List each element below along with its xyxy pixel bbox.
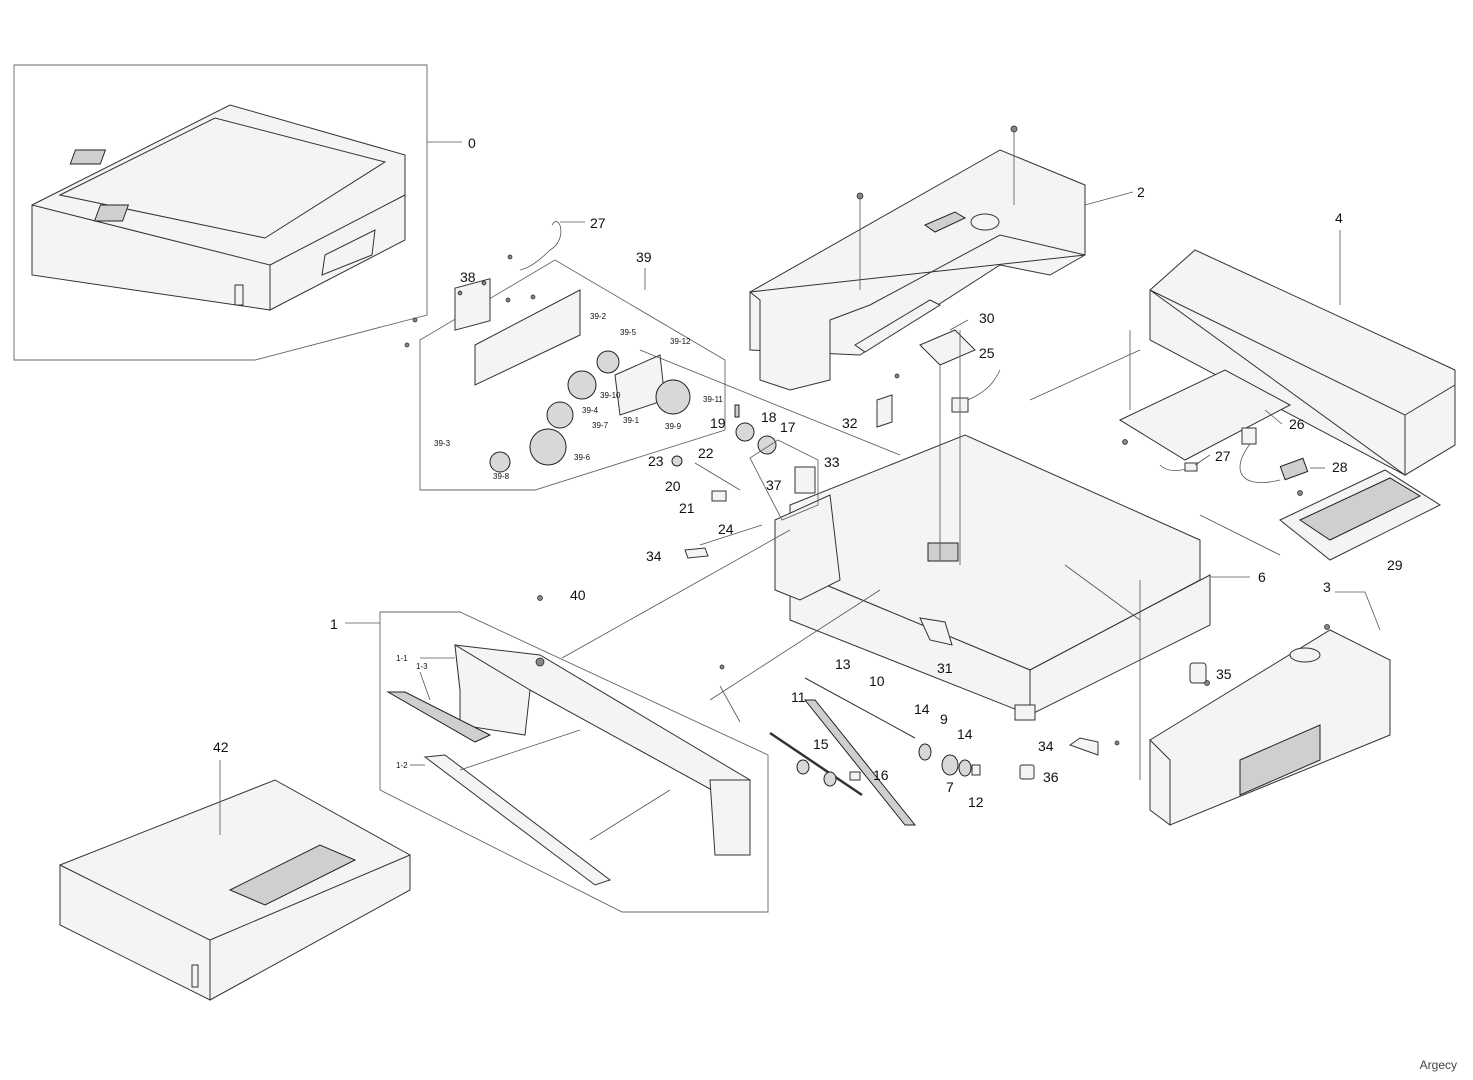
foot-36	[1019, 764, 1035, 780]
callout-0: 0	[468, 135, 476, 151]
callout-23: 23	[648, 453, 664, 469]
gears-group-39	[454, 278, 620, 473]
callout-10: 10	[869, 673, 885, 689]
callout-13: 13	[835, 656, 851, 672]
callout-24: 24	[718, 521, 734, 537]
callout-14b: 14	[957, 726, 973, 742]
callout-1-3: 1-3	[416, 662, 428, 671]
callout-1: 1	[330, 616, 338, 632]
callout-22: 22	[698, 445, 714, 461]
callout-labels: 0 1 1-1 1-2 1-3 2 3 4 6 7 9 10 11 12 13 …	[213, 135, 1403, 810]
callout-34a: 34	[646, 548, 662, 564]
main-frame-6	[774, 434, 1250, 721]
bracket-29	[1279, 469, 1442, 561]
callout-1-2: 1-2	[396, 761, 408, 770]
callout-4: 4	[1335, 210, 1343, 226]
callout-37: 37	[766, 477, 782, 493]
drive-plate-39-2	[474, 289, 581, 386]
paper-tray-42	[59, 760, 411, 1001]
callout-7: 7	[946, 779, 954, 795]
callout-12: 12	[968, 794, 984, 810]
callout-39: 39	[636, 249, 652, 265]
top-cover-2	[748, 125, 1134, 391]
callout-42: 42	[213, 739, 229, 755]
callout-39-6: 39-6	[574, 453, 591, 462]
front-cover-1-1	[420, 595, 751, 856]
callout-39-4: 39-4	[582, 406, 599, 415]
callout-39-11: 39-11	[703, 395, 723, 404]
callout-36: 36	[1043, 769, 1059, 785]
callout-14a: 14	[914, 701, 930, 717]
callout-39-10: 39-10	[600, 391, 621, 400]
callout-6: 6	[1258, 569, 1266, 585]
callout-38: 38	[460, 269, 476, 285]
callout-9: 9	[940, 711, 948, 727]
sensor-25	[951, 369, 1001, 413]
cable-27-lower	[1159, 454, 1211, 472]
callout-18: 18	[761, 409, 777, 425]
callout-29: 29	[1387, 557, 1403, 573]
spring-strip-1-3	[386, 671, 492, 743]
callout-26: 26	[1289, 416, 1305, 432]
small-parts-drive	[671, 404, 819, 559]
lever-31	[919, 617, 953, 646]
callout-31: 31	[937, 660, 953, 676]
callout-39-7: 39-7	[592, 421, 609, 430]
callout-30: 30	[979, 310, 995, 326]
callout-2: 2	[1137, 184, 1145, 200]
callout-32: 32	[842, 415, 858, 431]
sensor-plate-30	[919, 319, 976, 366]
callout-15: 15	[813, 736, 829, 752]
callout-25: 25	[979, 345, 995, 361]
plate-1-2	[410, 754, 612, 886]
callout-21: 21	[679, 500, 695, 516]
callout-39-5: 39-5	[620, 328, 637, 337]
assembled-feeder-unit	[31, 104, 406, 311]
assembly-frame-39	[419, 259, 726, 491]
assembly-frame-1	[345, 611, 769, 913]
shaft-13	[804, 677, 916, 739]
callout-39-2: 39-2	[590, 312, 607, 321]
callout-11: 11	[791, 689, 806, 705]
callout-16: 16	[873, 767, 889, 783]
callout-17: 17	[780, 419, 796, 435]
callout-33: 33	[824, 454, 840, 470]
callout-34b: 34	[1038, 738, 1054, 754]
callout-40: 40	[570, 587, 586, 603]
callout-39-1: 39-1	[623, 416, 640, 425]
callout-39-9: 39-9	[665, 422, 682, 431]
cable-27-top	[519, 221, 585, 271]
bracket-34-lower	[1068, 737, 1120, 756]
guide-lines	[459, 330, 1281, 841]
callout-3: 3	[1323, 579, 1331, 595]
side-cover-3	[1149, 591, 1391, 826]
callout-27b: 27	[1215, 448, 1231, 464]
callout-28: 28	[1332, 459, 1348, 475]
callout-39-8: 39-8	[493, 472, 510, 481]
guide-rail	[803, 699, 917, 826]
watermark: Argecy	[1419, 1058, 1457, 1072]
shaft-15	[769, 731, 863, 797]
screws-39	[404, 254, 536, 348]
callout-19: 19	[710, 415, 726, 431]
bracket-32	[876, 373, 900, 428]
assembly-frame-0	[13, 64, 462, 361]
cable-harness-28	[1239, 427, 1325, 483]
callout-39-12: 39-12	[670, 337, 691, 346]
rear-cover-4	[1149, 230, 1456, 476]
callout-27a: 27	[590, 215, 606, 231]
motor-39-1	[614, 354, 691, 416]
roller-parts	[719, 664, 981, 777]
callout-35: 35	[1216, 666, 1232, 682]
callout-20: 20	[665, 478, 681, 494]
callout-39-3: 39-3	[434, 439, 451, 448]
callout-1-1: 1-1	[396, 654, 408, 663]
controller-board-26	[1118, 369, 1292, 461]
foot-35	[1189, 662, 1207, 684]
